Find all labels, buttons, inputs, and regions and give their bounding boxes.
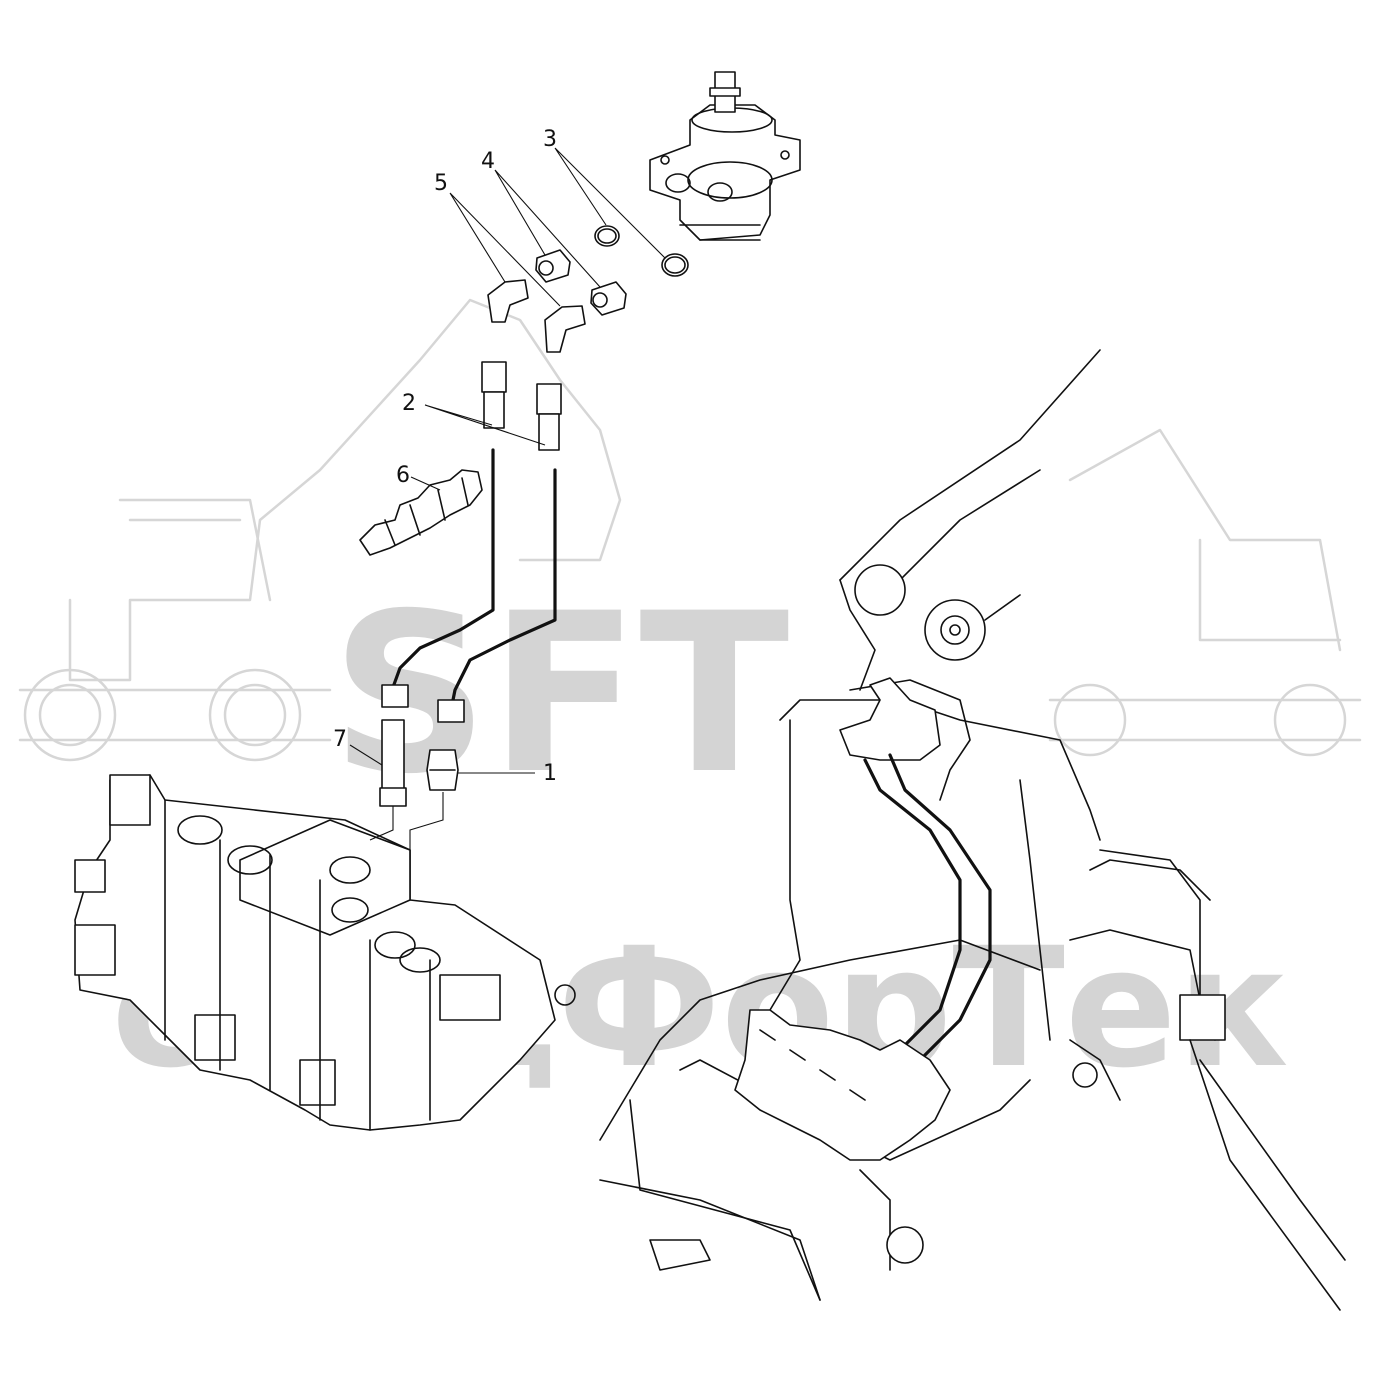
callout-3: 3 [543,127,557,152]
leader-lines [349,147,666,860]
o-rings [594,225,689,277]
watermark-tractor-left [18,298,622,762]
callouts: 1 2 3 4 5 6 7 [333,127,557,786]
fitting-1 [426,749,459,791]
watermark-excavator-right [1048,428,1362,757]
elbow-fittings [487,279,586,353]
fitting-7 [379,719,407,807]
callout-7: 7 [333,727,347,752]
callout-2: 2 [402,391,416,416]
hydraulic-motor [649,71,801,241]
control-valve-block [74,774,576,1131]
machine-frame [599,349,1346,1311]
adapters [535,249,627,316]
hoses [381,361,562,723]
spiral-guard [359,469,483,556]
callout-6: 6 [396,463,410,488]
callout-4: 4 [481,149,495,174]
callout-1: 1 [543,761,557,786]
callout-5: 5 [434,171,448,196]
installed-hoses [734,677,992,1161]
